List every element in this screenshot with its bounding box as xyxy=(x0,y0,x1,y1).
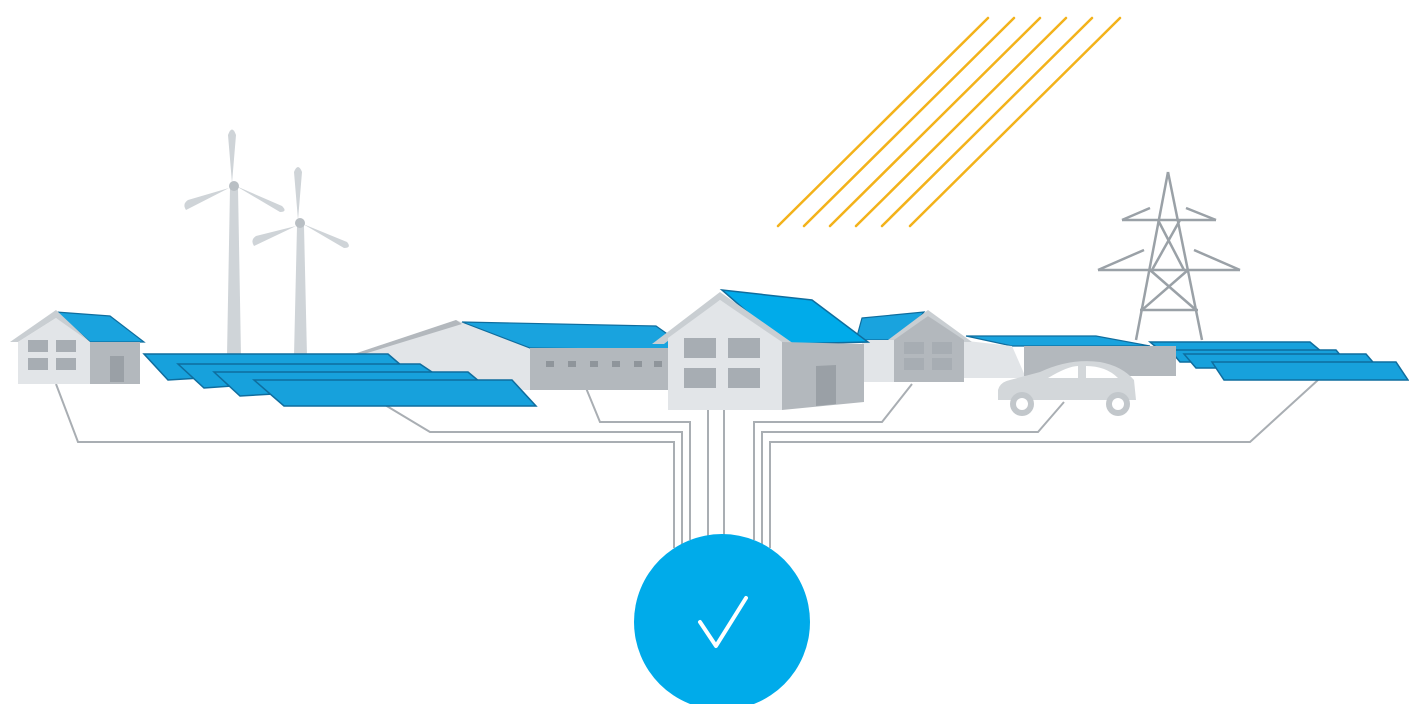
window xyxy=(56,358,76,370)
window xyxy=(904,358,924,370)
window xyxy=(932,358,952,370)
window xyxy=(728,368,760,388)
connection-line-car xyxy=(762,402,1064,544)
turbine-blade xyxy=(236,186,285,212)
window xyxy=(634,361,642,367)
turbine-blade xyxy=(252,226,296,246)
window xyxy=(28,340,48,352)
hub xyxy=(634,534,810,704)
window xyxy=(56,340,76,352)
sun-ray xyxy=(882,18,1092,226)
window xyxy=(28,358,48,370)
wind-turbine-right xyxy=(252,167,349,356)
sun-ray xyxy=(856,18,1066,226)
door xyxy=(110,356,124,382)
turbine-hub xyxy=(295,218,305,228)
window xyxy=(932,342,952,354)
sun-ray xyxy=(804,18,1014,226)
window xyxy=(684,338,716,358)
window xyxy=(546,361,554,367)
turbine-blade xyxy=(184,188,229,210)
window xyxy=(728,338,760,358)
turbine-blade xyxy=(303,224,349,248)
hub-circle xyxy=(634,534,810,704)
door xyxy=(816,365,836,406)
window xyxy=(568,361,576,367)
connection-line-solar-field xyxy=(380,402,682,544)
turbine-blade xyxy=(294,167,302,220)
solar-panel xyxy=(1212,362,1408,380)
window xyxy=(590,361,598,367)
window xyxy=(654,361,662,367)
turbine-tower xyxy=(227,188,241,356)
small-house-right xyxy=(856,310,972,382)
wind-turbine-left xyxy=(184,130,284,357)
sun-ray xyxy=(778,18,988,226)
connection-line-house-left xyxy=(56,384,674,548)
sun-ray xyxy=(910,18,1120,226)
sun-rays xyxy=(778,18,1120,226)
turbine-blade xyxy=(228,130,236,184)
turbine-tower xyxy=(294,226,307,356)
small-house-left xyxy=(10,310,144,384)
central-house xyxy=(652,290,868,410)
power-pylon xyxy=(1098,172,1240,340)
window xyxy=(684,368,716,388)
turbine-hub xyxy=(229,181,239,191)
solar-panels-right xyxy=(1150,342,1408,380)
window xyxy=(904,342,924,354)
connection-line-solar-right xyxy=(770,380,1318,548)
solar-panel xyxy=(254,380,536,406)
sun-ray xyxy=(830,18,1040,226)
window xyxy=(612,361,620,367)
